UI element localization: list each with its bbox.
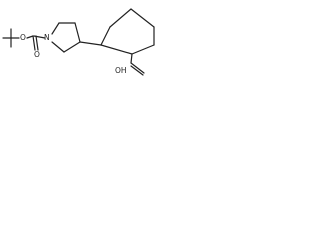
bond-cyclohexane-c1-c2 [100, 26, 111, 46]
bond-carbonyl-to-nitrogen [33, 35, 46, 39]
carboxylic-acid-group: OH [115, 53, 145, 76]
bond-cyclohexane-c6-c1 [100, 44, 133, 55]
bond-oxygen-to-carbonyl-carbon [26, 35, 34, 39]
pyrrolidine-ring: N [44, 22, 102, 53]
bond-nitrogen-to-c2 [51, 22, 60, 35]
bond-carbonyl-double-2 [35, 35, 39, 51]
pyrrolidine-nitrogen-label: N [44, 33, 50, 42]
bond-ring-to-carboxyl-carbon [130, 53, 133, 64]
bond-carboxyl-double-1 [130, 62, 145, 74]
bond-c4-to-c5 [63, 41, 81, 53]
tert-butyl-group [2, 28, 20, 48]
carbamate-ether-oxygen-label: O [20, 33, 26, 42]
cyclohexane-ring [100, 8, 155, 55]
bond-c5-to-nitrogen [51, 41, 65, 53]
bond-cyclohexane-c2-c3 [109, 8, 132, 28]
chemical-structure-diagram: O O N OH [2, 8, 155, 76]
carbamate-carbonyl-oxygen-label: O [34, 50, 40, 59]
bond-pyrrolidine-to-cyclohexane [79, 41, 102, 46]
bond-carboxyl-double-2 [130, 65, 144, 76]
bond-carbonyl-double-1 [32, 35, 36, 51]
carboxylic-acid-label: OH [115, 66, 127, 75]
bond-c3-to-c4 [74, 22, 81, 43]
bond-cyclohexane-c3-c4 [130, 8, 155, 28]
boc-carbamate-group: O O [20, 33, 46, 59]
bond-cyclohexane-c5-c6 [131, 44, 155, 55]
